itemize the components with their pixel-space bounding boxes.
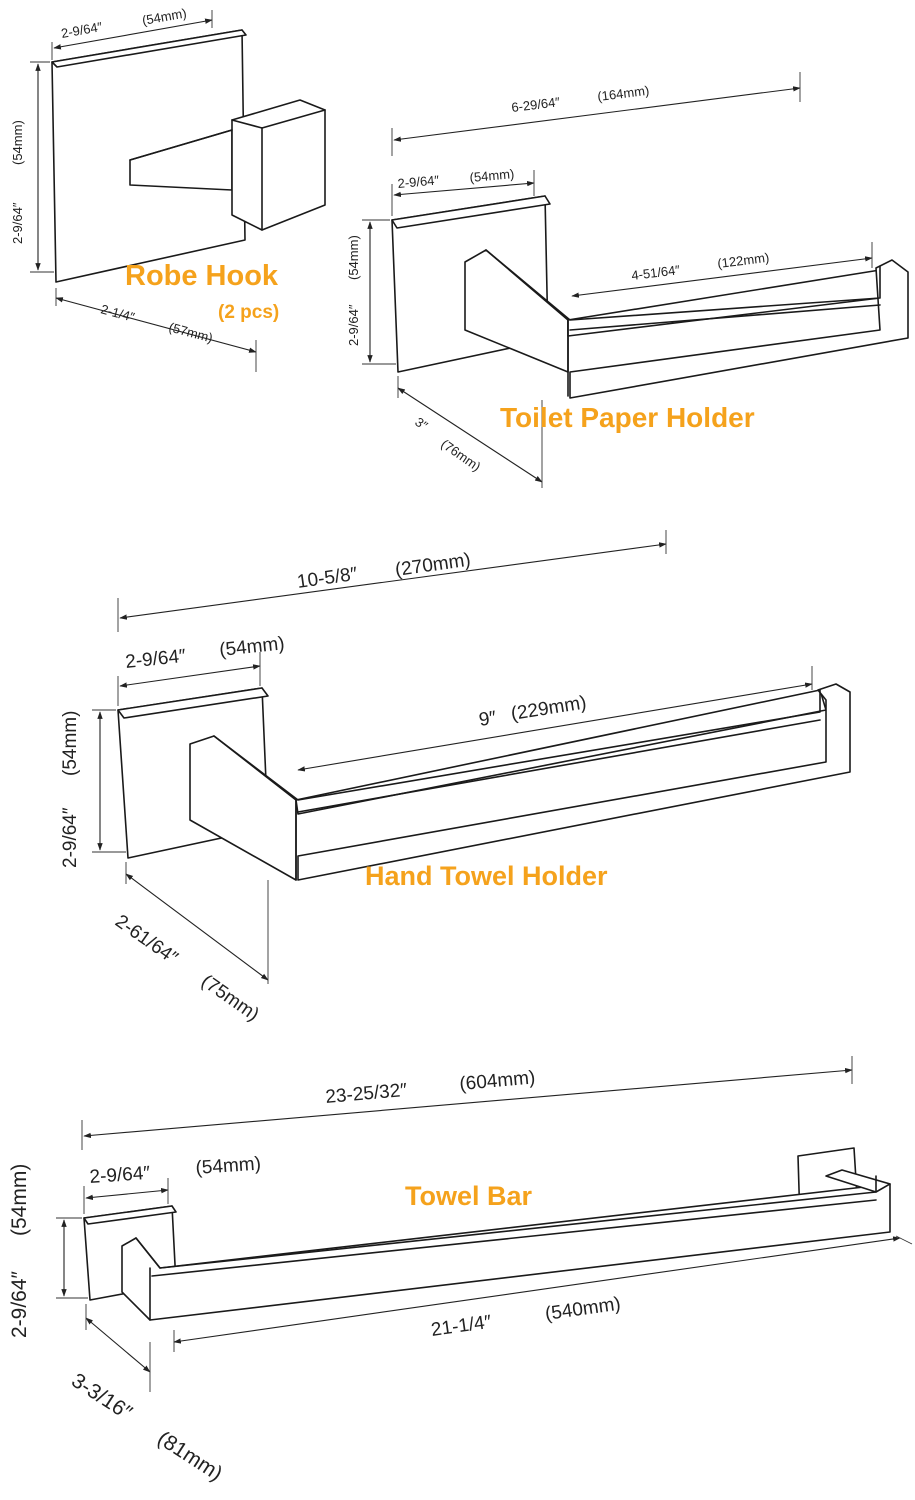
tb-plate-mm: (54mm) bbox=[195, 1153, 262, 1179]
ht-depth-mm: (75mm) bbox=[197, 971, 263, 1026]
robe-hook-width-inch: 2-9/64″ bbox=[60, 19, 104, 41]
towel-bar-title: Towel Bar bbox=[405, 1181, 533, 1211]
tp-height-inch: 2-9/64″ bbox=[346, 304, 361, 346]
ht-arm-inch: 9″ bbox=[477, 707, 498, 730]
toilet-paper-holder-group: 6-29/64″ (164mm) 2-9/64″ (54mm) 2-9/64″ … bbox=[346, 72, 909, 488]
ht-plate-inch: 2-9/64″ bbox=[124, 646, 187, 673]
hand-towel-holder-title: Hand Towel Holder bbox=[365, 861, 608, 891]
robe-hook-height-inch: 2-9/64″ bbox=[10, 202, 25, 244]
robe-hook-width-mm: (54mm) bbox=[141, 5, 188, 28]
tp-arm-mm: (122mm) bbox=[717, 250, 770, 271]
toilet-paper-holder-drawing bbox=[391, 195, 909, 399]
tp-overall-inch: 6-29/64″ bbox=[511, 94, 562, 115]
tp-overall-mm: (164mm) bbox=[597, 83, 650, 104]
towel-bar-group: 23-25/32″ (604mm) 2-9/64″ (54mm) 2-9/64″… bbox=[8, 1056, 913, 1486]
robe-hook-height-mm: (54mm) bbox=[10, 120, 25, 165]
toilet-paper-holder-title: Toilet Paper Holder bbox=[500, 402, 755, 433]
tb-bar-inch: 21-1/4″ bbox=[430, 1312, 493, 1341]
ht-overall-mm: (270mm) bbox=[394, 550, 472, 581]
tb-height-inch: 2-9/64″ bbox=[8, 1270, 31, 1338]
tb-bar-mm: (540mm) bbox=[544, 1294, 622, 1325]
tp-plate-inch: 2-9/64″ bbox=[397, 172, 440, 191]
tp-plate-mm: (54mm) bbox=[469, 166, 515, 185]
tb-overall-mm: (604mm) bbox=[459, 1067, 537, 1095]
ht-arm-mm: (229mm) bbox=[509, 692, 587, 725]
ht-overall-inch: 10-5/8″ bbox=[296, 564, 359, 593]
ht-height-inch: 2-9/64″ bbox=[60, 807, 81, 868]
robe-hook-drawing bbox=[51, 29, 326, 283]
robe-hook-depth-inch: 2-1/4″ bbox=[99, 301, 136, 324]
tb-height-mm: (54mm) bbox=[8, 1164, 31, 1236]
tb-plate-inch: 2-9/64″ bbox=[89, 1163, 151, 1188]
robe-hook-group: 2-9/64″ (54mm) 2-9/64″ (54mm) 2-1/4″ (57… bbox=[10, 5, 326, 372]
robe-hook-subtitle: (2 pcs) bbox=[218, 302, 279, 323]
tb-depth-inch: 3-3/16″ bbox=[67, 1369, 136, 1425]
tb-depth-mm: (81mm) bbox=[153, 1427, 226, 1486]
tb-overall-inch: 23-25/32″ bbox=[325, 1080, 409, 1108]
robe-hook-title: Robe Hook bbox=[125, 260, 279, 292]
ht-depth-inch: 2-61/64″ bbox=[111, 911, 182, 969]
hand-towel-holder-group: 10-5/8″ (270mm) 2-9/64″ (54mm) 2-9/64″ (… bbox=[60, 530, 851, 1026]
ht-plate-mm: (54mm) bbox=[218, 633, 285, 661]
tp-height-mm: (54mm) bbox=[346, 235, 361, 280]
tp-depth-inch: 3″ bbox=[412, 414, 431, 433]
ht-height-mm: (54mm) bbox=[60, 711, 81, 776]
robe-hook-depth-mm: (57mm) bbox=[167, 319, 214, 345]
tp-depth-mm: (76mm) bbox=[438, 436, 483, 474]
tp-arm-inch: 4-51/64″ bbox=[631, 262, 682, 283]
